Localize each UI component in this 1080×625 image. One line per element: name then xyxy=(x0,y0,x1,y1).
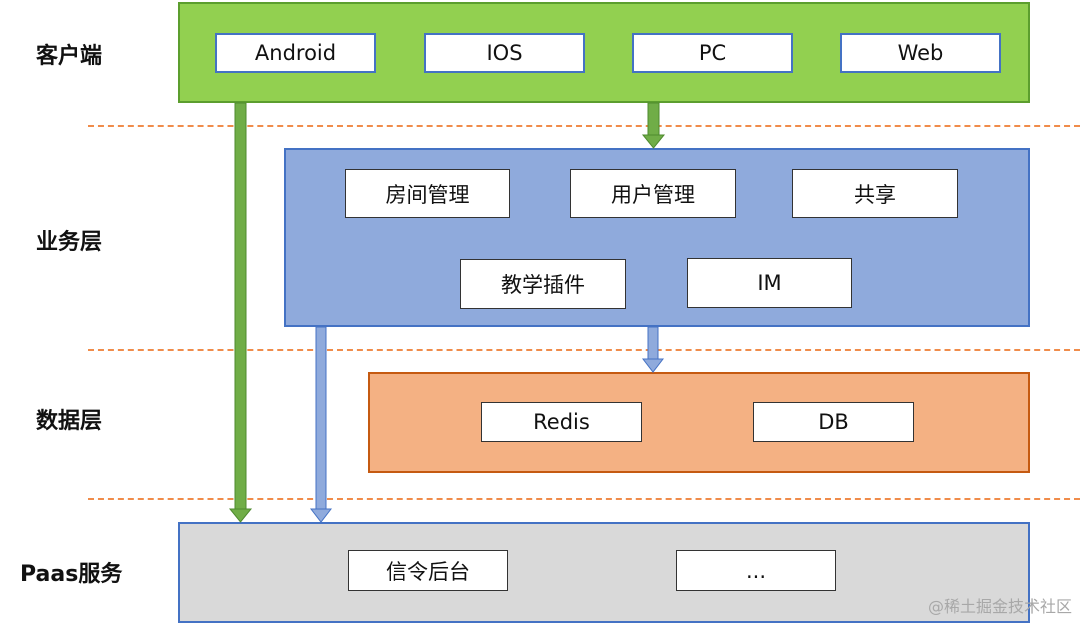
client-layer-label: 客户端 xyxy=(36,44,103,69)
data-layer xyxy=(368,372,1030,473)
data-box-redis: Redis xyxy=(481,402,642,442)
business-layer-label: 业务层 xyxy=(36,230,103,255)
paas-layer xyxy=(178,522,1030,623)
paas-box-more: ... xyxy=(676,550,836,591)
arrow-client-to-paas xyxy=(228,102,253,523)
client-box-web: Web xyxy=(840,33,1001,73)
business-box-im: IM xyxy=(687,258,852,308)
paas-box-signaling-backend: 信令后台 xyxy=(348,550,508,591)
client-box-pc: PC xyxy=(632,33,793,73)
divider-client-business xyxy=(88,125,1080,127)
divider-data-paas xyxy=(88,498,1080,500)
watermark: @稀土掘金技术社区 xyxy=(927,597,1072,616)
client-box-android: Android xyxy=(215,33,376,73)
data-layer-label: 数据层 xyxy=(36,409,103,434)
arrow-business-to-paas xyxy=(309,326,333,523)
business-box-user-management: 用户管理 xyxy=(570,169,736,218)
client-box-ios: IOS xyxy=(424,33,585,73)
business-box-teaching-plugin: 教学插件 xyxy=(460,259,626,309)
paas-layer-label: Paas服务 xyxy=(20,562,123,587)
data-box-db: DB xyxy=(753,402,914,442)
business-box-room-management: 房间管理 xyxy=(345,169,510,218)
business-box-sharing: 共享 xyxy=(792,169,958,218)
divider-business-data xyxy=(88,349,1080,351)
